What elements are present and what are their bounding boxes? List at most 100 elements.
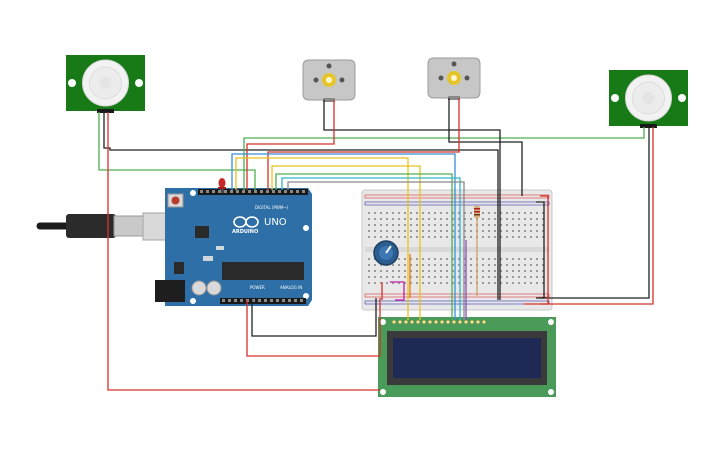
bb-hole [500,224,502,226]
bb-hole [380,282,382,284]
bb-hole [524,282,526,284]
bb-hole [368,236,370,238]
bb-hole [374,230,376,232]
pir-sensor-right [609,70,688,128]
bb-hole [386,270,388,272]
bb-hole [482,270,484,272]
bb-hole [422,230,424,232]
bb-hole [398,258,400,260]
bb-hole [386,230,388,232]
bb-hole [392,264,394,266]
bb-hole [482,282,484,284]
bb-hole [416,236,418,238]
bb-hole [482,230,484,232]
bb-hole [434,212,436,214]
wire-green-2 [275,173,453,320]
header-pin [200,190,203,193]
bb-hole [518,276,520,278]
wire-motor2-black [448,98,523,196]
header-pin [228,299,231,302]
bb-hole [506,282,508,284]
bb-hole [452,276,454,278]
bb-hole [536,212,538,214]
bb-hole [446,264,448,266]
bb-hole [458,224,460,226]
bb-hole [404,258,406,260]
bb-hole [428,264,430,266]
bb-hole [386,276,388,278]
lcd-pin [440,320,445,325]
bb-hole [422,224,424,226]
bb-hole [518,270,520,272]
bb-hole [392,270,394,272]
bb-hole [404,224,406,226]
bb-hole [482,264,484,266]
bb-hole [374,212,376,214]
bb-hole [506,224,508,226]
bb-hole [524,258,526,260]
bb-hole [488,230,490,232]
wire-bb-red [540,195,549,305]
lcd-pin [422,320,427,325]
bb-hole [470,270,472,272]
bb-hole [470,218,472,220]
bb-hole [398,236,400,238]
bb-hole [374,236,376,238]
lcd-screen [393,338,541,378]
bb-hole [524,218,526,220]
bb-hole [494,224,496,226]
bb-hole [488,236,490,238]
bb-hole [422,282,424,284]
bb-hole [512,258,514,260]
bb-hole [404,276,406,278]
bb-hole [542,236,544,238]
bb-hole [404,230,406,232]
header-pin [266,190,269,193]
lcd-pin [428,320,433,325]
lcd-pin [470,320,475,325]
bb-hole [500,264,502,266]
wire-cyan [281,177,461,320]
bb-hole [518,224,520,226]
bb-hole [494,230,496,232]
board-model: UNO [264,217,287,228]
bb-hole [410,276,412,278]
bb-hole [464,212,466,214]
bb-hole [542,276,544,278]
bb-hole [518,230,520,232]
bb-hole [434,224,436,226]
bb-hole [494,258,496,260]
bb-hole [410,270,412,272]
bb-hole [392,276,394,278]
bb-hole [458,218,460,220]
bb-hole [422,270,424,272]
bb-hole [536,218,538,220]
bb-hole [428,224,430,226]
header-pin [260,190,263,193]
bb-hole [494,264,496,266]
header-pin [282,299,285,302]
bb-hole [404,236,406,238]
wire-bb-black [536,201,545,299]
bb-hole [368,264,370,266]
bb-hole [446,230,448,232]
bb-hole [368,212,370,214]
bb-hole [392,236,394,238]
header-pin [252,299,255,302]
bb-hole [434,282,436,284]
wire-pir-right-black [540,127,650,299]
bb-hole [392,212,394,214]
bb-hole [464,282,466,284]
bb-hole [368,270,370,272]
bb-hole [434,258,436,260]
bb-hole [386,282,388,284]
bb-hole [392,230,394,232]
bb-hole [470,230,472,232]
bb-hole [434,264,436,266]
header-pin [272,190,275,193]
header-pin [290,190,293,193]
bb-hole [440,236,442,238]
bb-hole [518,212,520,214]
bb-hole [422,218,424,220]
